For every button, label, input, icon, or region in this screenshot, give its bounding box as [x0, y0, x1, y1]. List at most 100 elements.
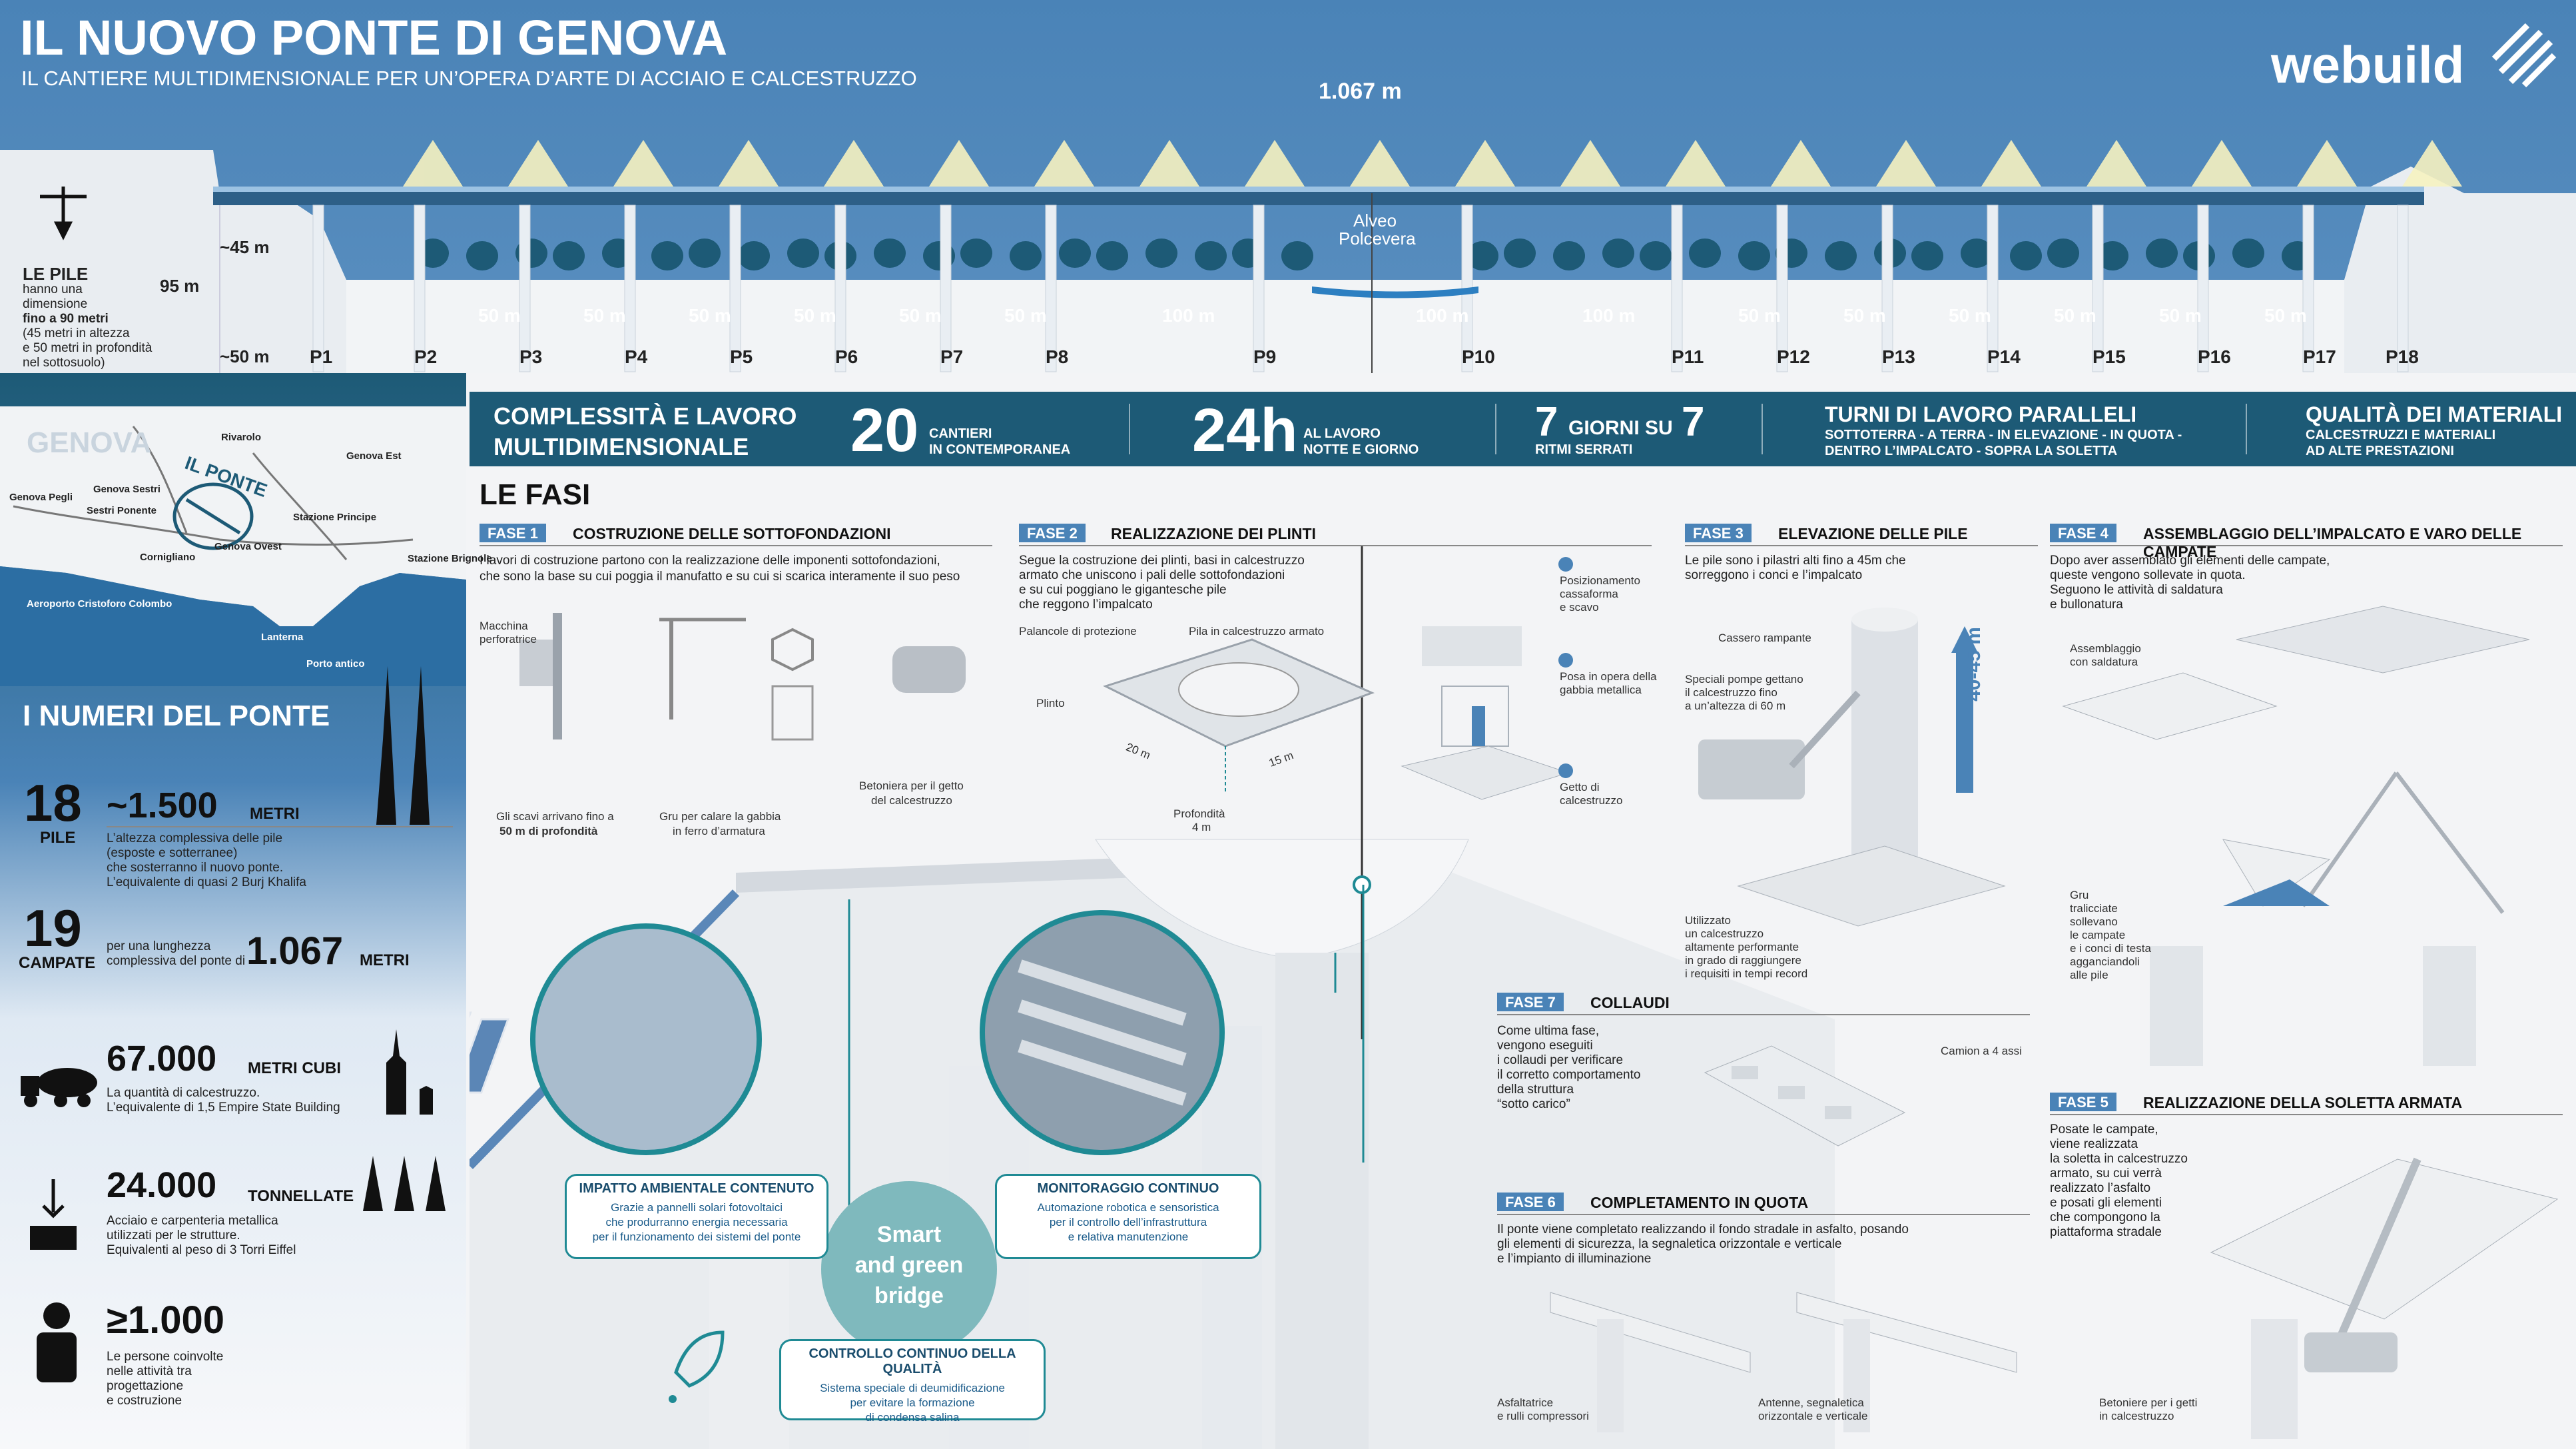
card-monitoraggio-title: MONITORAGGIO CONTINUO	[1037, 1181, 1219, 1196]
fase1-c1b: perforatrice	[480, 633, 537, 646]
fase3-c2b: il calcestruzzo fino	[1685, 686, 1777, 699]
band-num-20: 20	[850, 396, 919, 464]
tree	[651, 241, 683, 270]
band-qualita-l2: AD ALTE PRESTAZIONI	[2306, 444, 2454, 458]
pile-desc-2: dimensione	[23, 297, 88, 311]
tree	[2047, 239, 2079, 268]
band-title-1: COMPLESSITÀ E LAVORO	[493, 402, 797, 430]
num-1500-unit: METRI	[250, 805, 300, 823]
num-24000-cap2: utilizzati per le strutture.	[107, 1228, 240, 1242]
fase3-title: ELEVAZIONE DELLE PILE	[1778, 525, 1968, 542]
fase5-text7: che compongono la	[2050, 1210, 2160, 1224]
fase2-text2: armato che uniscono i pali delle sottofo…	[1019, 568, 1285, 582]
tree	[1602, 239, 1634, 268]
fase2-c1: Palancole di protezione	[1019, 625, 1137, 638]
pile-title: LE PILE	[23, 264, 89, 284]
map-place-label: Genova Sestri	[93, 484, 161, 495]
bridge-length: 1.067 m	[1319, 79, 1402, 104]
pile-label: P9	[1253, 346, 1277, 367]
fase1-tag: FASE 1	[480, 524, 546, 542]
fase4-c2d: le campate	[2070, 929, 2126, 941]
fase7-c1: Camion a 4 assi	[1941, 1045, 2022, 1057]
pylon	[1045, 205, 1057, 372]
fase6-text3: e l’impianto di illuminazione	[1497, 1252, 1652, 1266]
pylon	[624, 205, 636, 372]
fase4-c1a: Assemblaggio	[2070, 642, 2141, 655]
num-19-cap1: per una lunghezza	[107, 939, 211, 953]
lamp-glow	[2297, 140, 2357, 187]
fase2-c6b: 4 m	[1192, 821, 1211, 833]
burj-khalifa-icon	[376, 666, 430, 825]
fasi-title: LE FASI	[480, 478, 591, 511]
fase3-tag: FASE 3	[1685, 524, 1752, 542]
height-95: 95 m	[160, 276, 200, 296]
band-num-7b: GIORNI SU	[1568, 417, 1673, 439]
lamp-glow	[1666, 140, 1726, 187]
pylon	[2302, 205, 2314, 372]
tree	[2096, 241, 2128, 270]
fase3-c2a: Speciali pompe gettano	[1685, 673, 1803, 686]
fase1-title: COSTRUZIONE DELLE SOTTOFONDAZIONI	[573, 525, 891, 542]
card-qualita: CONTROLLO CONTINUO DELLA QUALITÀ Sistema…	[779, 1339, 1046, 1424]
pile-label: P11	[1672, 346, 1704, 367]
fase5-text8: piattaforma stradale	[2050, 1225, 2162, 1239]
fase4-c2b: tralicciate	[2070, 902, 2118, 915]
num-1067-unit: METRI	[360, 951, 410, 969]
tree	[689, 239, 721, 268]
lamp-glow	[1771, 140, 1831, 187]
pile-label: P17	[2303, 346, 2336, 367]
fase1-c4b: del calcestruzzo	[871, 794, 952, 807]
tree	[874, 239, 906, 268]
tree	[1096, 241, 1128, 270]
tree	[1466, 241, 1498, 270]
fase1-c4a: Betoniera per il getto	[859, 779, 964, 792]
empire-state-icon	[386, 1029, 433, 1115]
fase2-text1: Segue la costruzione dei plinti, basi in…	[1019, 554, 1305, 568]
fase5-title: REALIZZAZIONE DELLA SOLETTA ARMATA	[2143, 1094, 2463, 1111]
fase4-c2a: Gru	[2070, 889, 2089, 901]
fase3-c4c: altamente performante	[1685, 941, 1799, 953]
pylon	[2397, 205, 2409, 372]
fase2-s3b: calcestruzzo	[1560, 794, 1623, 807]
band-turni-title: TURNI DI LAVORO PARALLELI	[1825, 402, 2137, 426]
map-place-label: Porto antico	[306, 658, 365, 670]
card-impatto-l1: Grazie a pannelli solari fotovoltaici	[611, 1201, 783, 1214]
span-label: 100 m	[1582, 305, 1636, 326]
span-label: 100 m	[1162, 305, 1215, 326]
card-monitoraggio-l1: Automazione robotica e sensoristica	[1037, 1201, 1219, 1214]
fase1-text1: I lavori di costruzione partono con la r…	[480, 554, 940, 568]
pylon	[1881, 205, 1893, 372]
fase2-title: REALIZZAZIONE DEI PLINTI	[1111, 525, 1316, 542]
num-1000: ≥1.000	[107, 1298, 224, 1342]
map-place-label: Genova Ovest	[214, 541, 282, 552]
span-label: 50 m	[583, 305, 626, 326]
fase7-text4: il corretto comportamento	[1497, 1068, 1641, 1082]
lamp-glow	[1245, 140, 1305, 187]
lamp-glow	[613, 140, 673, 187]
fase2-tag: FASE 2	[1019, 524, 1086, 542]
tree	[1553, 241, 1585, 270]
card-qualita-l1: Sistema speciale di deumidificazione	[820, 1382, 1005, 1394]
fase2-c2: Pila in calcestruzzo armato	[1189, 625, 1325, 638]
span-label: 100 m	[1416, 305, 1469, 326]
map-place-label: Rivarolo	[221, 432, 262, 443]
tree	[1825, 241, 1857, 270]
concrete-mixer-icon	[21, 1068, 97, 1107]
span-label: 50 m	[1949, 305, 1991, 326]
span-label: 50 m	[478, 305, 521, 326]
pile-label: P5	[730, 346, 753, 367]
num-19: 19	[24, 899, 82, 957]
fase6-title: COMPLETAMENTO IN QUOTA	[1590, 1194, 1809, 1211]
fase1-text2: che sono la base su cui poggia il manufa…	[480, 570, 960, 584]
tree	[2232, 239, 2264, 268]
fase2-c3: Plinto	[1036, 697, 1065, 710]
tree	[1961, 239, 1993, 268]
fase2-c6a: Profondità	[1173, 807, 1225, 820]
map-place-label: Genova Est	[346, 450, 402, 462]
tree	[1059, 239, 1091, 268]
map-place-label: Cornigliano	[140, 552, 196, 563]
pylon	[834, 205, 846, 372]
fase7-text2: vengono eseguiti	[1497, 1039, 1593, 1053]
tree	[1738, 241, 1770, 270]
num-1000-cap1: Le persone coinvolte	[107, 1350, 224, 1364]
